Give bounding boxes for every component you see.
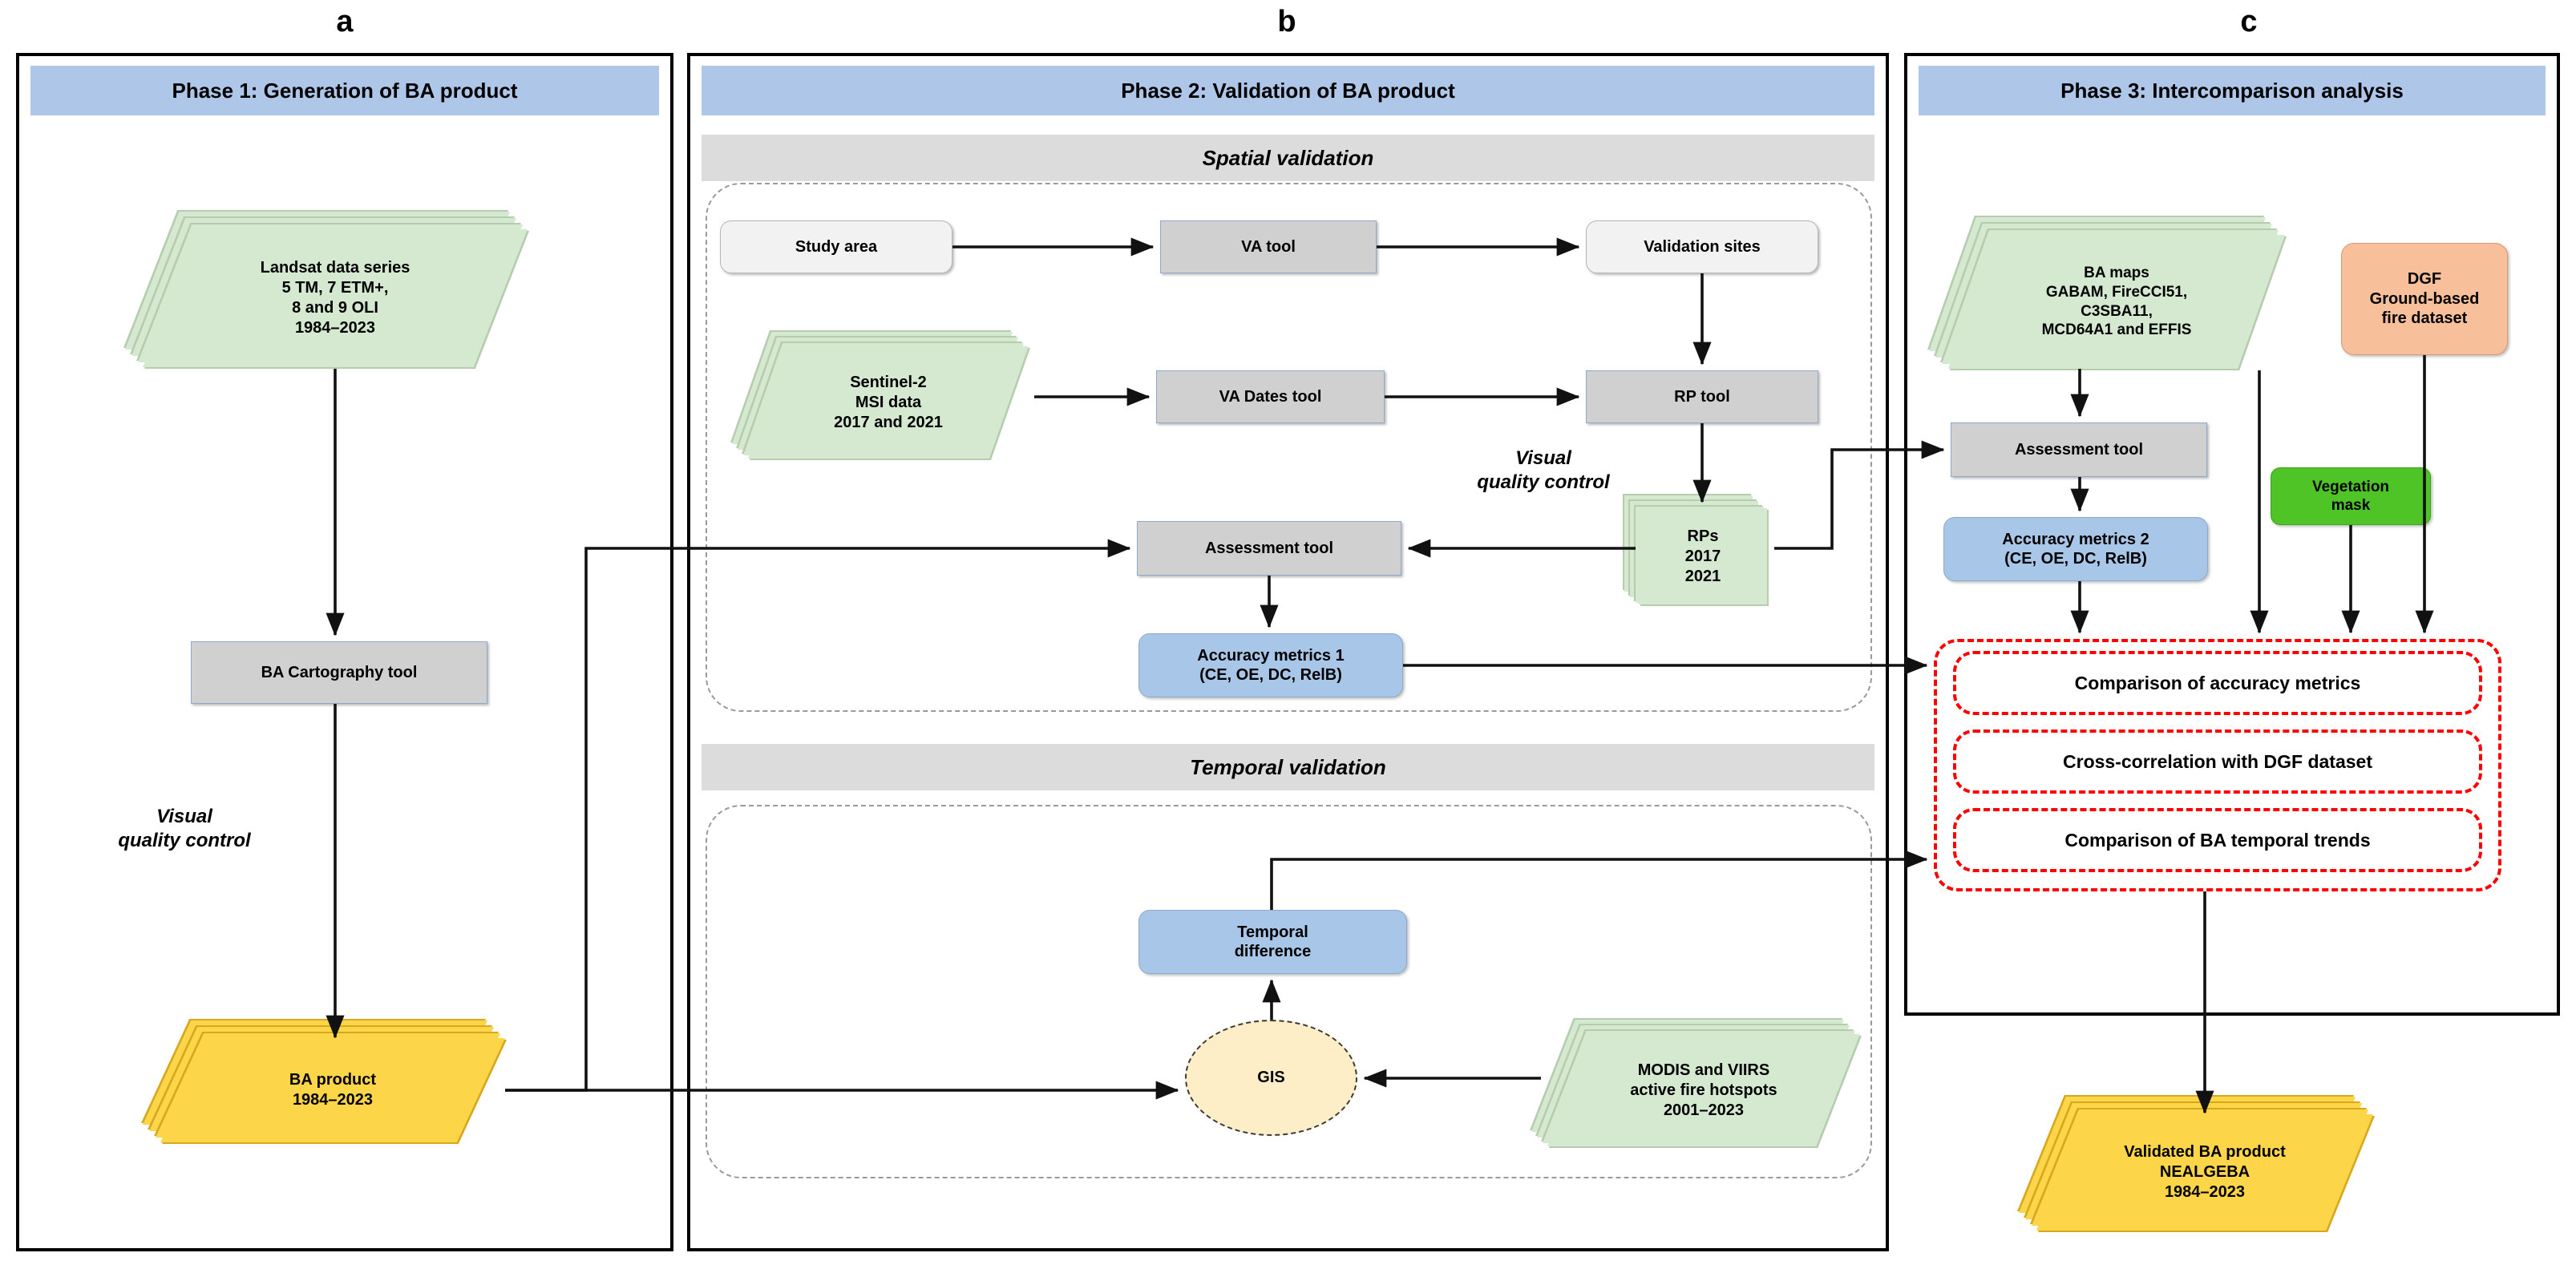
sheet-front [143, 229, 528, 367]
comparison-temporal-trends-box[interactable]: Comparison of BA temporal trends [1953, 808, 2482, 872]
temporal-difference-node[interactable]: Temporal difference [1138, 910, 1407, 974]
accuracy-metrics-1-node[interactable]: Accuracy metrics 1 (CE, OE, DC, RelB) [1138, 633, 1403, 697]
dgf-dataset-node[interactable]: DGF Ground-based fire dataset [2341, 243, 2508, 355]
va-dates-tool-node[interactable]: VA Dates tool [1156, 370, 1385, 423]
temporal-validation-header: Temporal validation [702, 744, 1874, 790]
sentinel2-data-stack: Sentinel-2 MSI data 2017 and 2021 [730, 330, 1030, 460]
panel-letter-c: c [2240, 5, 2258, 38]
rps-stack: RPs 2017 2021 [1623, 494, 1769, 606]
rp-tool-node[interactable]: RP tool [1586, 370, 1818, 423]
comparison-group [1934, 639, 2501, 891]
modis-viirs-stack: MODIS and VIIRS active fire hotspots 200… [1530, 1018, 1862, 1148]
ba-product-label: BA product 1984–2023 [289, 1071, 377, 1109]
phase-3-header: Phase 3: Intercomparison analysis [1919, 66, 2546, 115]
sheet-front [748, 346, 1029, 459]
ba-product-stack: BA product 1984–2023 [141, 1019, 507, 1144]
sheet-front [1639, 508, 1767, 604]
rps-label: RPs 2017 2021 [1684, 527, 1721, 585]
validated-ba-product-label: Validated BA product NEALGEBA 1984–2023 [2124, 1143, 2286, 1201]
landsat-data-label: Landsat data series 5 TM, 7 ETM+, 8 and … [260, 259, 410, 337]
visual-quality-control-note-b: Visual quality control [1477, 447, 1610, 493]
ba-cartography-tool[interactable]: BA Cartography tool [191, 641, 487, 704]
panel-letter-a: a [336, 5, 354, 38]
panel-letter-b: b [1277, 5, 1296, 38]
sentinel2-label: Sentinel-2 MSI data 2017 and 2021 [834, 373, 943, 431]
va-tool-node[interactable]: VA tool [1160, 220, 1377, 273]
assessment-tool-node-b[interactable]: Assessment tool [1137, 521, 1401, 576]
comparison-accuracy-metrics-box[interactable]: Comparison of accuracy metrics [1953, 651, 2482, 715]
phase-1-header: Phase 1: Generation of BA product [30, 66, 659, 115]
modis-viirs-label: MODIS and VIIRS active fire hotspots 200… [1630, 1061, 1777, 1119]
ba-maps-stack: BA maps GABAM, FireCCI51, C3SBA11, MCD64… [1927, 216, 2287, 370]
sheet-front [2036, 1114, 2373, 1231]
spatial-validation-group [706, 183, 1872, 712]
cross-correlation-dgf-box[interactable]: Cross-correlation with DGF dataset [1953, 729, 2482, 794]
sheet-front [160, 1038, 505, 1142]
spatial-validation-header: Spatial validation [702, 135, 1874, 181]
gis-node[interactable]: GIS [1185, 1020, 1357, 1136]
sheet-front [1948, 235, 2285, 369]
phase-2-header: Phase 2: Validation of BA product [702, 66, 1874, 115]
assessment-tool-node-c[interactable]: Assessment tool [1951, 422, 2207, 477]
validation-sites-node[interactable]: Validation sites [1586, 220, 1818, 273]
sheet-front [1547, 1034, 1860, 1146]
study-area-node[interactable]: Study area [720, 220, 952, 273]
vegetation-mask-node[interactable]: Vegetation mask [2271, 467, 2431, 525]
ba-maps-label: BA maps GABAM, FireCCI51, C3SBA11, MCD64… [2041, 265, 2192, 339]
landsat-data-stack: Landsat data series 5 TM, 7 ETM+, 8 and … [123, 210, 529, 369]
validated-ba-product-stack: Validated BA product NEALGEBA 1984–2023 [2017, 1095, 2375, 1232]
visual-quality-control-note-a: Visual quality control [118, 806, 251, 851]
accuracy-metrics-2-node[interactable]: Accuracy metrics 2 (CE, OE, DC, RelB) [1943, 517, 2208, 581]
